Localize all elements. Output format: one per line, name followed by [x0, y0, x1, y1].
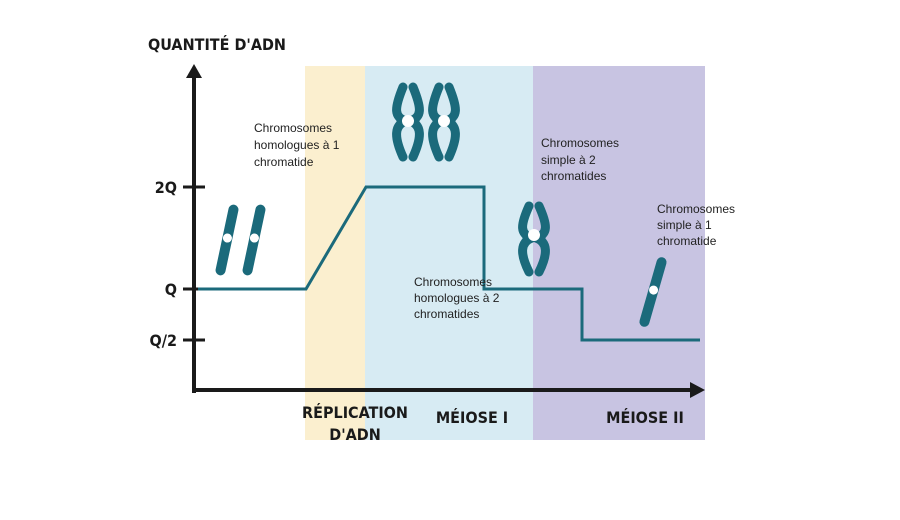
y-tick-label-2q: 2Q — [155, 178, 177, 197]
annotation-line: chromatide — [657, 234, 717, 248]
y-axis-arrow — [186, 64, 202, 78]
annotation-homologues-1-chromatide: Chromosomes homologues à 1 chromatide — [254, 121, 340, 169]
annotation-line: Chromosomes — [657, 202, 735, 216]
annotation-homologues-2-chromatides: Chromosomes homologues à 2 chromatides — [414, 275, 500, 321]
annotation-line: chromatide — [254, 155, 314, 169]
annotation-line: homologues à 2 — [414, 291, 500, 305]
chromosome-icon-homologue-1b — [242, 204, 266, 276]
dna-quantity-curve — [198, 185, 700, 342]
phase-band-replication — [305, 66, 365, 440]
annotation-line: simple à 1 — [657, 218, 712, 232]
chromosome-icon-homologue-1a — [215, 204, 239, 276]
y-tick-label-q-half: Q/2 — [149, 331, 177, 350]
phase-label-replication-line1: RÉPLICATION — [302, 403, 408, 422]
chromosome-icon-x-b — [428, 82, 460, 162]
annotation-simple-2-chromatides: Chromosomes simple à 2 chromatides — [541, 136, 619, 183]
phase-label-replication-line2: D'ADN — [329, 425, 381, 444]
phase-label-meiose2: MÉIOSE II — [606, 408, 684, 427]
annotation-line: homologues à 1 — [254, 138, 340, 152]
annotation-line: Chromosomes — [414, 275, 492, 289]
annotation-line: Chromosomes — [254, 121, 332, 135]
phase-label-meiose1: MÉIOSE I — [436, 408, 508, 427]
chromosome-icon-single-chromatid — [639, 257, 667, 327]
y-tick-label-q: Q — [165, 280, 177, 299]
x-axis-arrow — [690, 382, 705, 398]
y-axis-title: QUANTITÉ D'ADN — [148, 35, 286, 54]
chromosome-icon-x-a — [392, 82, 424, 162]
phase-band-meiose2 — [533, 66, 705, 440]
annotation-line: simple à 2 — [541, 153, 596, 167]
annotation-line: Chromosomes — [541, 136, 619, 150]
annotation-simple-1-chromatide: Chromosomes simple à 1 chromatide — [657, 202, 735, 248]
annotation-line: chromatides — [414, 307, 479, 321]
annotation-line: chromatides — [541, 169, 606, 183]
chromosome-icon-x-single — [518, 201, 550, 277]
